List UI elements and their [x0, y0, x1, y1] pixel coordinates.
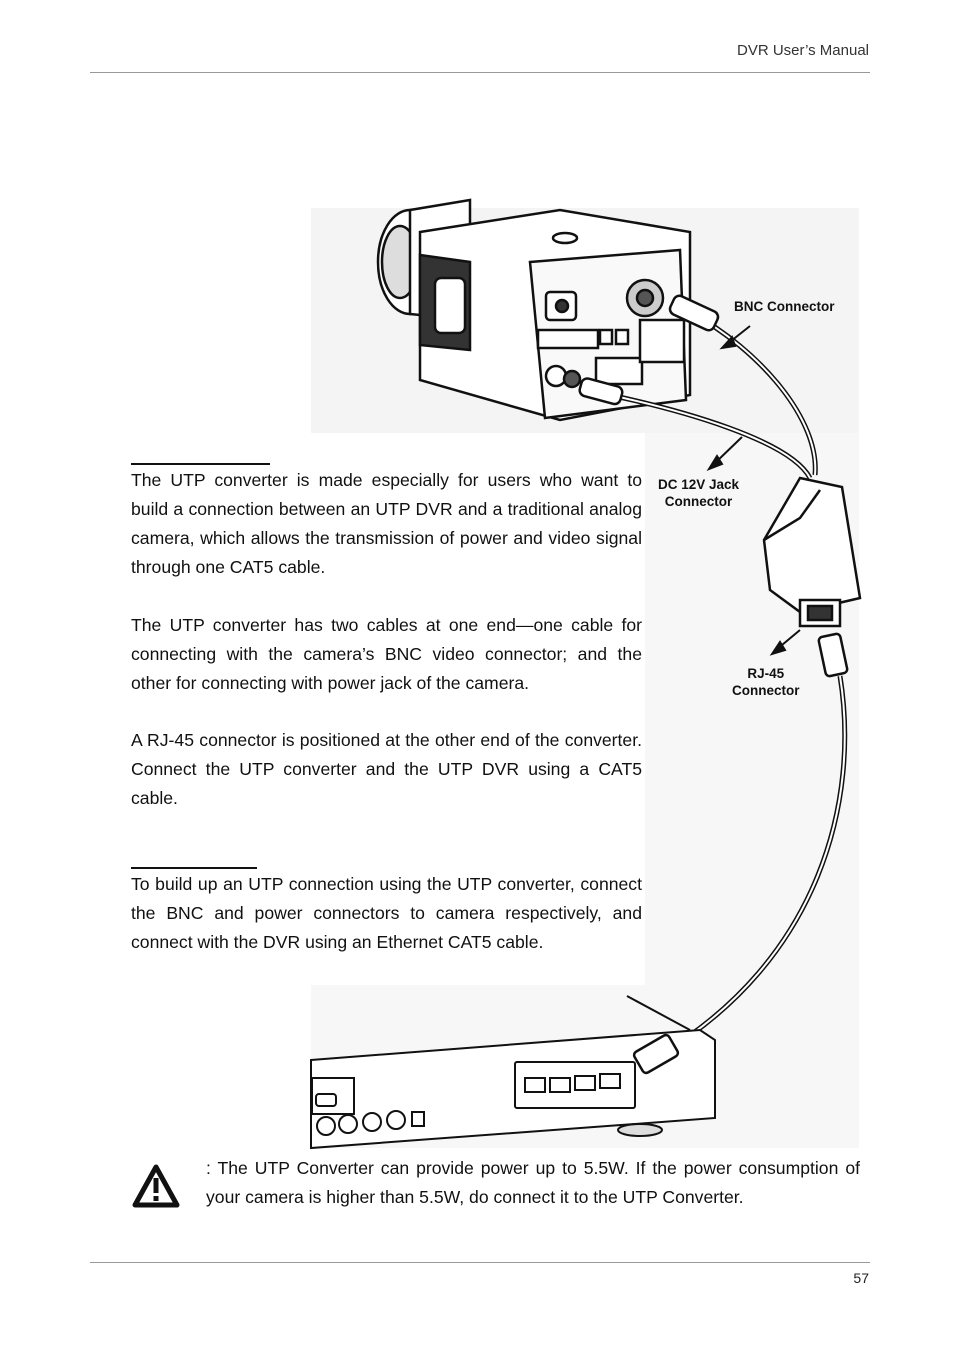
- connection-heading-rule: [131, 867, 257, 869]
- footer-rule: [90, 1262, 870, 1263]
- cat5-cable: [658, 675, 848, 1058]
- running-header: DVR User’s Manual: [737, 42, 869, 59]
- rj45-plug: [817, 632, 849, 678]
- camera-background-panel: [311, 208, 859, 433]
- rj45-label-line2: Connector: [732, 683, 800, 698]
- rj45-label-line1: RJ-45: [747, 666, 785, 681]
- dc-label-line1: DC 12V Jack: [658, 477, 740, 492]
- dvr-rj45-plug: [632, 1033, 680, 1075]
- warning-triangle-icon: [132, 1164, 180, 1208]
- header-rule: [90, 72, 870, 73]
- dc-jack-label: DC 12V Jack Connector: [658, 476, 739, 510]
- dvr-unit: [310, 995, 716, 1150]
- cable-background-panel: [645, 433, 859, 1148]
- camera-lens: [376, 198, 472, 322]
- bnc-cable: [688, 309, 818, 476]
- camera-body: [418, 208, 692, 422]
- bnc-connector-label: BNC Connector: [734, 298, 835, 315]
- intro-paragraph: The UTP converter is made especially for…: [131, 470, 642, 577]
- section-heading-rule: [131, 463, 270, 465]
- dvr-background-panel: [311, 985, 859, 1148]
- page-number: 57: [853, 1270, 869, 1286]
- dc-label-line2: Connector: [664, 494, 733, 509]
- dc-plug: [578, 377, 624, 406]
- rj45-paragraph: A RJ-45 connector is positioned at the o…: [131, 730, 642, 808]
- note-text: : The UTP Converter can provide power up…: [206, 1158, 860, 1207]
- rj45-label: RJ-45 Connector: [732, 665, 800, 699]
- connection-paragraph: To build up an UTP connection using the …: [131, 874, 642, 952]
- bnc-label-text: BNC Connector: [734, 299, 835, 314]
- cables-paragraph: The UTP converter has two cables at one …: [131, 615, 642, 693]
- utp-converter: [762, 476, 862, 628]
- bnc-plug: [668, 294, 720, 332]
